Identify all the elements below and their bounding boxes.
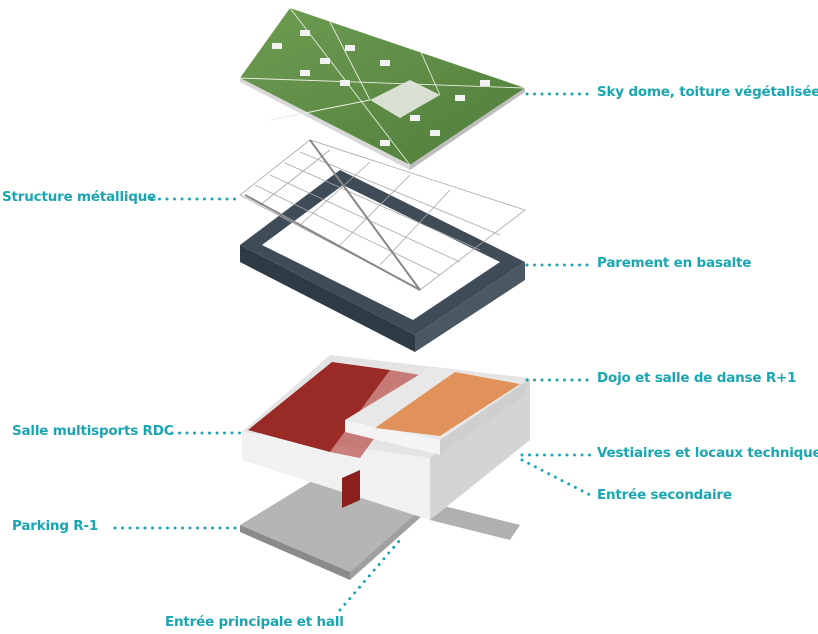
- label-parking: Parking R-1: [12, 518, 99, 534]
- leader-entree-secondaire: [520, 458, 596, 499]
- label-entree-secondaire: Entrée secondaire: [597, 487, 732, 503]
- label-dojo: Dojo et salle de danse R+1: [597, 370, 797, 386]
- label-sky-dome: Sky dome, toiture végétalisée: [597, 84, 818, 100]
- label-vestiaires: Vestiaires et locaux techniques: [597, 445, 818, 461]
- label-entree-principale: Entrée principale et hall: [165, 614, 344, 630]
- dojo-layer: [345, 368, 525, 455]
- basalt-layer: [240, 170, 525, 352]
- green-roof-layer: [239, 7, 526, 170]
- steel-structure-layer: [239, 139, 526, 291]
- leader-entree-principale: [338, 538, 402, 612]
- leader-lines: [113, 92, 596, 612]
- label-salle-multisports: Salle multisports RDC: [12, 423, 174, 439]
- label-structure: Structure métallique: [2, 189, 157, 205]
- label-parement: Parement en basalte: [597, 255, 752, 271]
